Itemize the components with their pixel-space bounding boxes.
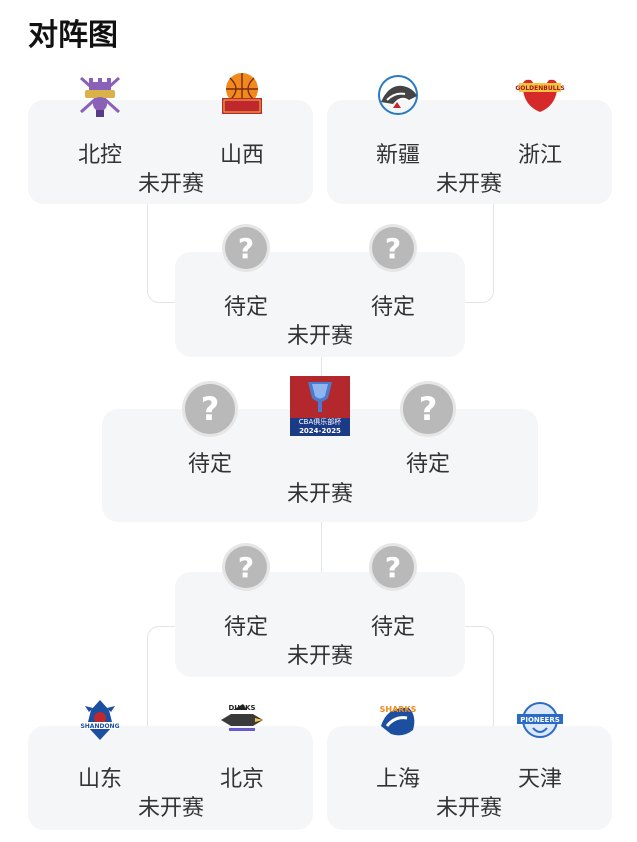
match-status: 未开赛: [286, 324, 354, 349]
match-card-top-right[interactable]: [327, 100, 612, 204]
match-card-bottom-left[interactable]: [28, 726, 313, 830]
team-name-tbd: 待定: [223, 295, 269, 320]
svg-text:PIONEERS: PIONEERS: [520, 716, 560, 724]
trophy-logo-icon: CBA俱乐部杯 2024-2025: [290, 376, 350, 436]
trophy-line2: 2024-2025: [299, 427, 341, 435]
shanxi-logo-icon: [222, 73, 262, 114]
team-name-zhejiang: 浙江: [517, 143, 563, 168]
svg-text:DUCKS: DUCKS: [228, 704, 255, 712]
unknown-team-icon: ?: [225, 546, 267, 588]
tianjin-logo-icon: PIONEERS: [517, 702, 563, 738]
team-name-tianjin: 天津: [517, 767, 563, 792]
team-name-tbd: 待定: [370, 615, 416, 640]
team-name-tbd: 待定: [223, 615, 269, 640]
shanghai-logo-icon: SHARKS: [380, 705, 417, 736]
connector-bottom-right: [465, 626, 494, 727]
match-status: 未开赛: [137, 172, 205, 197]
match-status: 未开赛: [286, 482, 354, 507]
unknown-team-icon: ?: [372, 546, 414, 588]
unknown-team-icon: ?: [403, 384, 453, 434]
connector-top-left: [147, 204, 176, 303]
team-name-beikong: 北控: [77, 143, 123, 168]
xinjiang-logo-icon: [378, 75, 418, 115]
match-status: 未开赛: [286, 644, 354, 669]
unknown-team-icon: ?: [372, 227, 414, 269]
connector-final-semi-bottom: [321, 522, 322, 572]
team-name-shandong: 山东: [77, 767, 123, 792]
match-card-top-left[interactable]: [28, 100, 313, 204]
svg-text:SHARKS: SHARKS: [380, 705, 417, 714]
page-title: 对阵图: [28, 18, 118, 53]
match-status: 未开赛: [435, 796, 503, 821]
unknown-team-icon: ?: [225, 227, 267, 269]
connector-bottom-left: [147, 626, 176, 727]
match-status: 未开赛: [435, 172, 503, 197]
team-name-shanghai: 上海: [375, 767, 421, 792]
connector-top-right: [465, 204, 494, 303]
match-status: 未开赛: [137, 796, 205, 821]
team-name-shanxi: 山西: [219, 143, 265, 168]
team-name-tbd: 待定: [187, 452, 233, 477]
match-card-semifinal-top[interactable]: [175, 252, 465, 357]
match-card-bottom-right[interactable]: [327, 726, 612, 830]
unknown-team-icon: ?: [185, 384, 235, 434]
svg-text:GOLDENBULLS: GOLDENBULLS: [515, 85, 564, 92]
zhejiang-logo-icon: GOLDENBULLS: [515, 79, 565, 112]
shandong-logo-icon: SHANDONG: [80, 700, 120, 740]
team-name-tbd: 待定: [370, 295, 416, 320]
beijing-logo-icon: DUCKS: [221, 704, 263, 731]
svg-text:SHANDONG: SHANDONG: [80, 723, 119, 730]
trophy-line1: CBA俱乐部杯: [298, 418, 342, 426]
team-name-xinjiang: 新疆: [375, 143, 421, 168]
match-card-semifinal-bottom[interactable]: [175, 572, 465, 677]
beikong-logo-icon: [79, 76, 121, 117]
team-name-beijing: 北京: [219, 767, 265, 792]
team-name-tbd: 待定: [405, 452, 451, 477]
